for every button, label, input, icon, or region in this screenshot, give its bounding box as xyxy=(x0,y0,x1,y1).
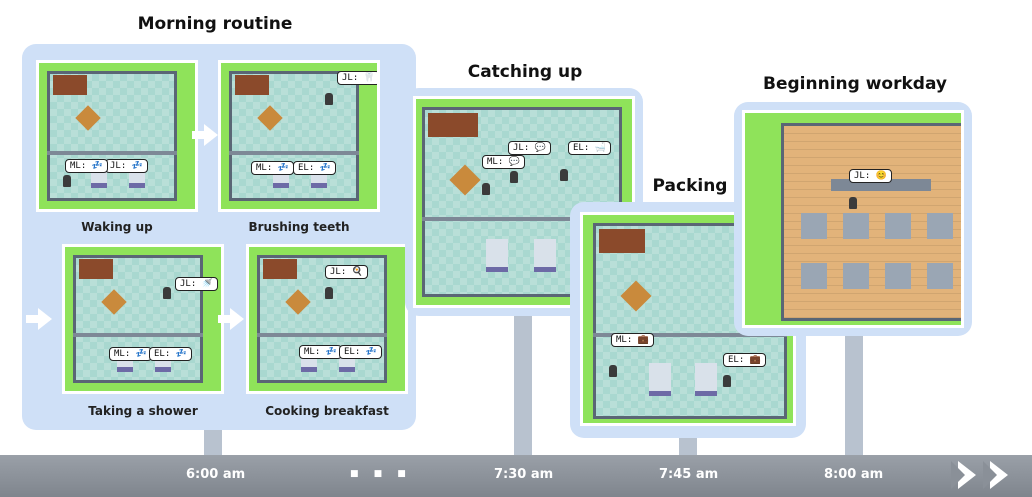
character xyxy=(482,183,490,195)
speech-bubble-jl: JL: 🍳 xyxy=(325,265,368,279)
scene-brushing-teeth: JL: 🦷 ML: 💤 EL: 💤 xyxy=(218,60,380,212)
bookshelf xyxy=(235,75,269,95)
character xyxy=(63,175,71,187)
timeline-ellipsis: ■ ■ ■ xyxy=(350,469,412,479)
caption-cooking-breakfast: Cooking breakfast xyxy=(265,404,389,418)
shelf xyxy=(843,213,869,239)
bookshelf xyxy=(53,75,87,95)
bed xyxy=(695,363,717,396)
bed xyxy=(486,239,508,272)
speech-bubble-ml: ML: 💼 xyxy=(611,333,654,347)
speech-bubble-el: EL: 💤 xyxy=(339,345,382,359)
bookshelf xyxy=(79,259,113,279)
character xyxy=(325,93,333,105)
scene-waking-up: JL: 💤 ML: 💤 xyxy=(36,60,198,212)
caption-waking-up: Waking up xyxy=(81,220,153,234)
wall xyxy=(593,333,787,337)
chevron-right-icon xyxy=(951,461,965,489)
shelf xyxy=(843,263,869,289)
arrow-right-icon xyxy=(26,308,52,330)
packing-post xyxy=(679,436,697,458)
bookshelf xyxy=(428,113,478,137)
speech-bubble-ml: ML: 💤 xyxy=(299,345,342,359)
wall xyxy=(422,217,622,221)
speech-bubble-jl: JL: 💬 xyxy=(508,141,551,155)
scene-taking-shower: JL: 🚿 ML: 💤 EL: 💤 xyxy=(62,244,224,394)
speech-bubble-ml: ML: 💤 xyxy=(109,347,152,361)
time-label: 7:30 am xyxy=(494,467,554,482)
character xyxy=(325,287,333,299)
shelf xyxy=(801,263,827,289)
character xyxy=(723,375,731,387)
bookshelf xyxy=(599,229,645,253)
speech-bubble-jl: JL: 😊 xyxy=(849,169,892,183)
arrow-right-icon xyxy=(192,124,218,146)
speech-bubble-el: EL: 💼 xyxy=(723,353,766,367)
morning-post xyxy=(204,430,222,458)
wall xyxy=(73,333,203,337)
packing-title: Packing xyxy=(652,176,728,196)
speech-bubble-ml: ML: 💬 xyxy=(482,155,525,169)
bookshelf xyxy=(263,259,297,279)
speech-bubble-ml: ML: 💤 xyxy=(251,161,294,175)
wall xyxy=(257,333,387,337)
character xyxy=(849,197,857,209)
speech-bubble-jl: JL: 🦷 xyxy=(337,71,377,85)
wall xyxy=(229,151,359,155)
speech-bubble-el: EL: 🛁 xyxy=(568,141,611,155)
bed xyxy=(649,363,671,396)
caption-taking-shower: Taking a shower xyxy=(88,404,198,418)
speech-bubble-jl: JL: 💤 xyxy=(105,159,148,173)
shelf xyxy=(927,263,953,289)
speech-bubble-el: EL: 💤 xyxy=(149,347,192,361)
arrow-right-icon xyxy=(218,308,244,330)
character xyxy=(560,169,568,181)
time-label: 7:45 am xyxy=(659,467,719,482)
time-label: 8:00 am xyxy=(824,467,884,482)
caption-brushing-teeth: Brushing teeth xyxy=(248,220,350,234)
scene-cooking-breakfast: JL: 🍳 ML: 💤 EL: 💤 xyxy=(246,244,408,394)
bed xyxy=(534,239,556,272)
chevron-right-icon xyxy=(983,461,997,489)
workday-title: Beginning workday xyxy=(763,74,947,94)
shelf xyxy=(927,213,953,239)
morning-title: Morning routine xyxy=(137,14,293,34)
character xyxy=(609,365,617,377)
shelf xyxy=(801,213,827,239)
catching-post xyxy=(514,315,532,458)
speech-bubble-el: EL: 💤 xyxy=(293,161,336,175)
wall xyxy=(47,151,177,155)
timeline-bar xyxy=(0,455,1032,497)
speech-bubble-jl: JL: 🚿 xyxy=(175,277,218,291)
shelf xyxy=(885,263,911,289)
character xyxy=(163,287,171,299)
catching-title: Catching up xyxy=(467,62,583,82)
time-label: 6:00 am xyxy=(186,467,246,482)
character xyxy=(510,171,518,183)
shelf xyxy=(885,213,911,239)
workday-post xyxy=(845,335,863,458)
scene-workday: JL: 😊 xyxy=(742,110,964,328)
speech-bubble-ml: ML: 💤 xyxy=(65,159,108,173)
